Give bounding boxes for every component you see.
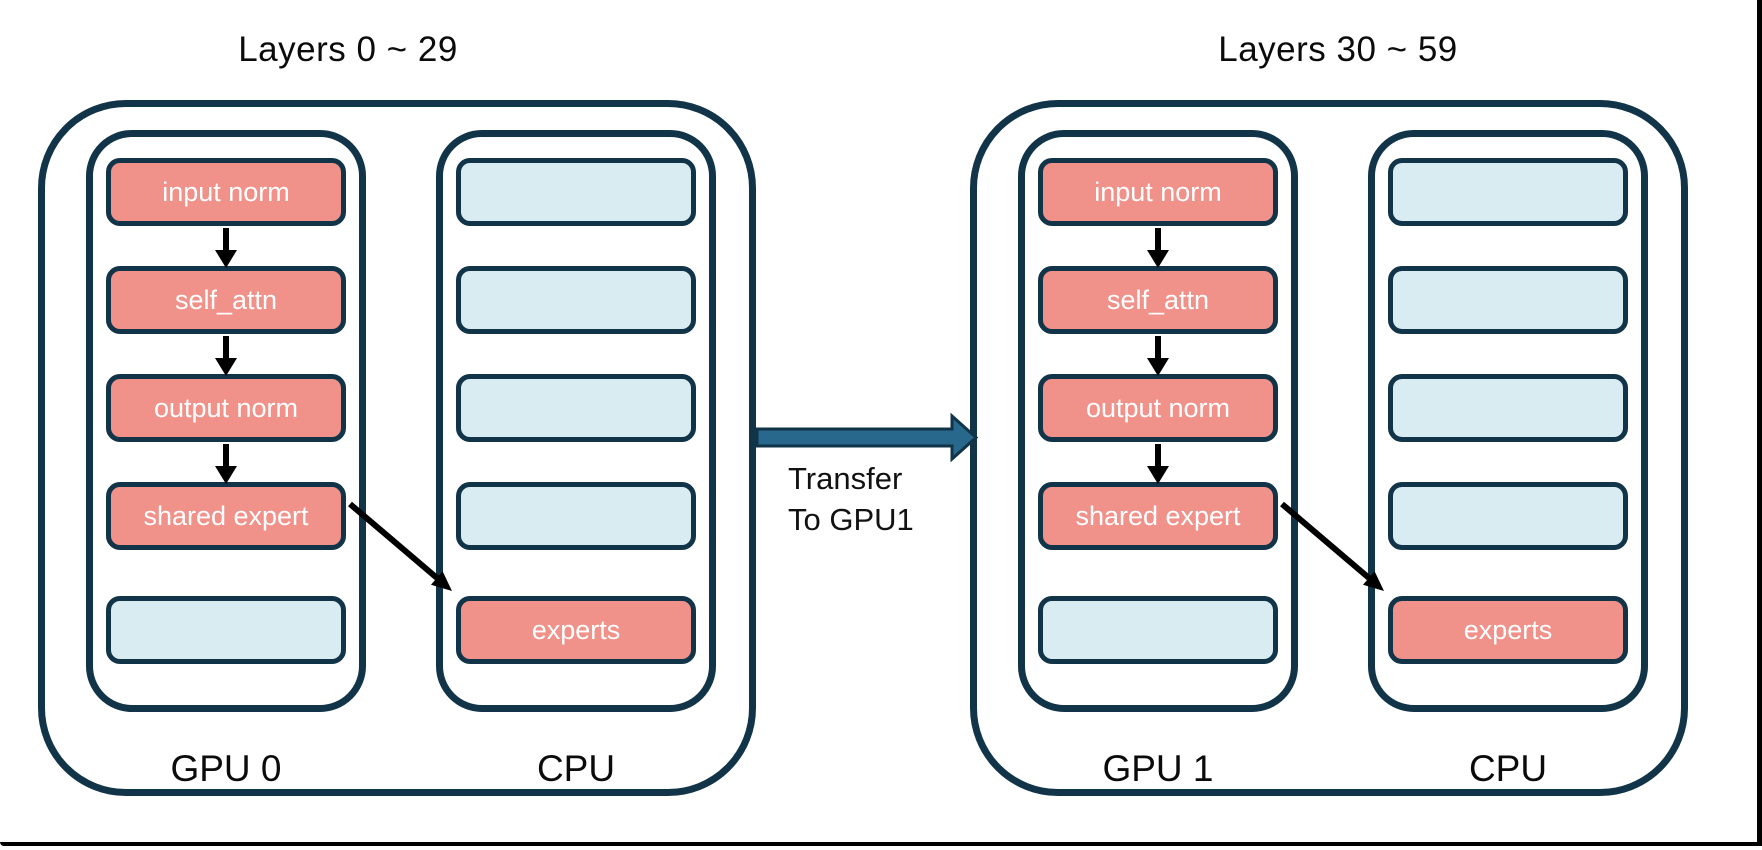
module-empty-slot [456, 482, 696, 550]
module-empty-slot [456, 266, 696, 334]
module-empty-slot [1388, 482, 1628, 550]
screenshot-bottom-border [0, 842, 1762, 846]
module-input-norm: input norm [106, 158, 346, 226]
module-self-attn: self_attn [106, 266, 346, 334]
module-output-norm: output norm [1038, 374, 1278, 442]
screenshot-right-border [1757, 0, 1762, 846]
module-shared-expert: shared expert [106, 482, 346, 550]
transfer-label-line2: To GPU1 [788, 502, 914, 537]
module-experts: experts [1388, 596, 1628, 664]
gpu1-label: GPU 1 [1102, 748, 1214, 789]
module-experts: experts [456, 596, 696, 664]
module-self-attn: self_attn [1038, 266, 1278, 334]
transfer-label-line1: Transfer [788, 461, 903, 496]
module-empty-slot [106, 596, 346, 664]
cpu-label: CPU [1468, 748, 1548, 789]
module-input-norm: input norm [1038, 158, 1278, 226]
module-empty-slot [1038, 596, 1278, 664]
gpu0-label: GPU 0 [170, 748, 282, 789]
module-shared-expert: shared expert [1038, 482, 1278, 550]
module-empty-slot [456, 158, 696, 226]
module-empty-slot [1388, 158, 1628, 226]
module-empty-slot [456, 374, 696, 442]
transfer-label: Transfer To GPU1 [788, 458, 914, 540]
transfer-arrow-icon [755, 412, 979, 463]
cpu-label: CPU [536, 748, 616, 789]
module-output-norm: output norm [106, 374, 346, 442]
module-empty-slot [1388, 374, 1628, 442]
group-title: Layers 30 ~ 59 [1218, 30, 1458, 69]
group-title: Layers 0 ~ 29 [238, 30, 458, 69]
module-empty-slot [1388, 266, 1628, 334]
